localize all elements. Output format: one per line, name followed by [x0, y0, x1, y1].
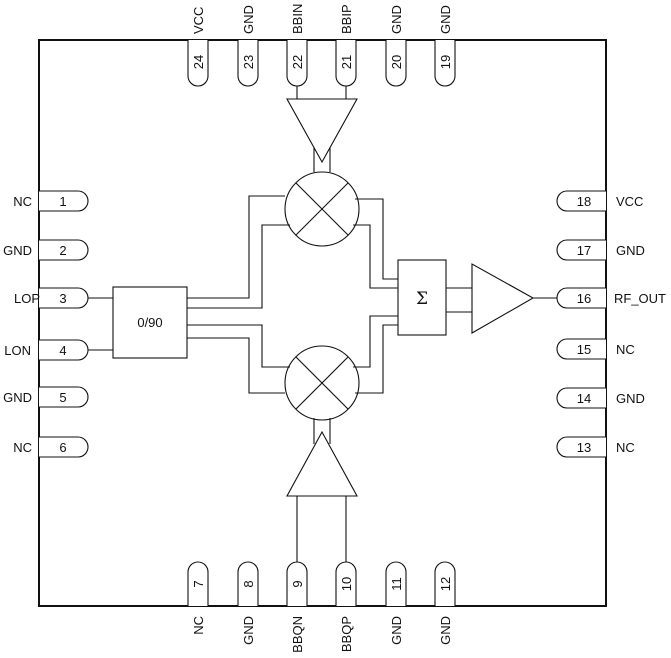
pin-5: 5 GND [3, 386, 89, 408]
pin-number: 17 [577, 243, 591, 258]
pin-number: 23 [241, 55, 256, 69]
pin-number: 11 [389, 577, 404, 591]
pin-9: 9 BBQN [286, 561, 308, 653]
pin-label: GND [3, 243, 32, 258]
pin-number: 13 [577, 440, 591, 455]
pin-label: BBQP [339, 616, 354, 652]
pin-label: BBIN [290, 4, 305, 34]
pin-20: 20 GND [385, 5, 407, 87]
pin-6: 6 NC [13, 436, 89, 458]
pin-label: GND [616, 391, 645, 406]
pin-number: 7 [191, 580, 206, 587]
q-mixer [284, 345, 360, 421]
pin-4: 4 LON [4, 339, 89, 361]
package-outline [38, 39, 607, 607]
pin-number: 2 [59, 243, 66, 258]
pin-17: 17 GND [556, 239, 645, 261]
pin-label: NC [191, 616, 206, 635]
left-pins: 1 NC 2 GND 3 LOP 4 LON 5 GND 6 NC [3, 190, 89, 458]
output-amplifier [471, 263, 557, 334]
pin-number: 8 [241, 580, 256, 587]
q-buffer-amplifier [286, 418, 358, 562]
pin-label: GND [438, 5, 453, 34]
pin-number: 6 [59, 440, 66, 455]
pin-number: 5 [59, 390, 66, 405]
pin-number: 19 [438, 55, 453, 69]
pin-number: 12 [438, 577, 453, 591]
lo-lines-q [187, 324, 290, 394]
pin-number: 16 [577, 291, 591, 306]
pin-label: VCC [191, 7, 206, 34]
pin-number: 20 [389, 55, 404, 69]
right-pins: 18 VCC 17 GND 16 RF_OUT 15 NC 14 GND 13 … [556, 190, 666, 458]
pin-number: 3 [59, 291, 66, 306]
pin-label: VCC [616, 194, 643, 209]
pin-number: 21 [339, 55, 354, 69]
summer-symbol: Σ [416, 289, 428, 309]
pin-23: 23 GND [237, 5, 259, 87]
pin-1: 1 NC [13, 190, 89, 212]
pin-15: 15 NC [556, 338, 635, 360]
pin-number: 14 [577, 391, 591, 406]
pin-18: 18 VCC [556, 190, 643, 212]
pin-number: 1 [59, 194, 66, 209]
pin-number: 4 [59, 343, 66, 358]
pin-label: GND [241, 616, 256, 645]
phase-splitter-label: 0/90 [137, 315, 162, 330]
pin-label: NC [13, 440, 32, 455]
pin-21: 21 BBIP [335, 4, 357, 87]
pin-7: 7 NC [187, 561, 209, 635]
pin-22: 22 BBIN [286, 4, 308, 87]
pin-label: NC [13, 194, 32, 209]
phase-splitter: 0/90 [88, 286, 188, 359]
pin-number: 22 [290, 55, 305, 69]
pin-label: LOP [14, 291, 40, 306]
lo-lines-i [187, 195, 290, 309]
i-buffer-amplifier [286, 86, 358, 172]
pin-label: GND [389, 616, 404, 645]
pin-8: 8 GND [237, 561, 259, 645]
pin-10: 10 BBQP [335, 561, 357, 652]
pin-label: LON [4, 343, 31, 358]
pin-3: 3 LOP [14, 287, 89, 309]
pin-number: 10 [339, 577, 354, 591]
pin-11: 11 GND [385, 561, 407, 645]
pin-14: 14 GND [556, 387, 645, 409]
summer-to-amp-lines [446, 287, 472, 313]
i-mixer [284, 171, 360, 247]
mixer-out-lines [353, 198, 398, 394]
bottom-pins: 7 NC 8 GND 9 BBQN 10 BBQP 11 GND 12 GND [187, 561, 456, 653]
pin-label: GND [241, 5, 256, 34]
pin-19: 19 GND [434, 5, 456, 87]
pin-number: 9 [290, 580, 305, 587]
pin-label: GND [616, 243, 645, 258]
pin-label: BBIP [339, 4, 354, 34]
pin-label: NC [616, 440, 635, 455]
pin-24: 24 VCC [187, 7, 209, 87]
pin-number: 18 [577, 194, 591, 209]
pin-number: 15 [577, 342, 591, 357]
pin-label: NC [616, 342, 635, 357]
summer-block: Σ [397, 259, 447, 336]
top-pins: 24 VCC 23 GND 22 BBIN 21 BBIP 20 GND 19 … [187, 4, 456, 87]
pin-label: GND [389, 5, 404, 34]
pin-label: RF_OUT [614, 291, 666, 306]
pin-13: 13 NC [556, 436, 635, 458]
pin-label: BBQN [290, 616, 305, 653]
pin-label: GND [3, 390, 32, 405]
pin-label: GND [438, 616, 453, 645]
pin-16: 16 RF_OUT [556, 287, 666, 309]
pin-number: 24 [191, 55, 206, 69]
pin-2: 2 GND [3, 239, 89, 261]
pin-12: 12 GND [434, 561, 456, 645]
